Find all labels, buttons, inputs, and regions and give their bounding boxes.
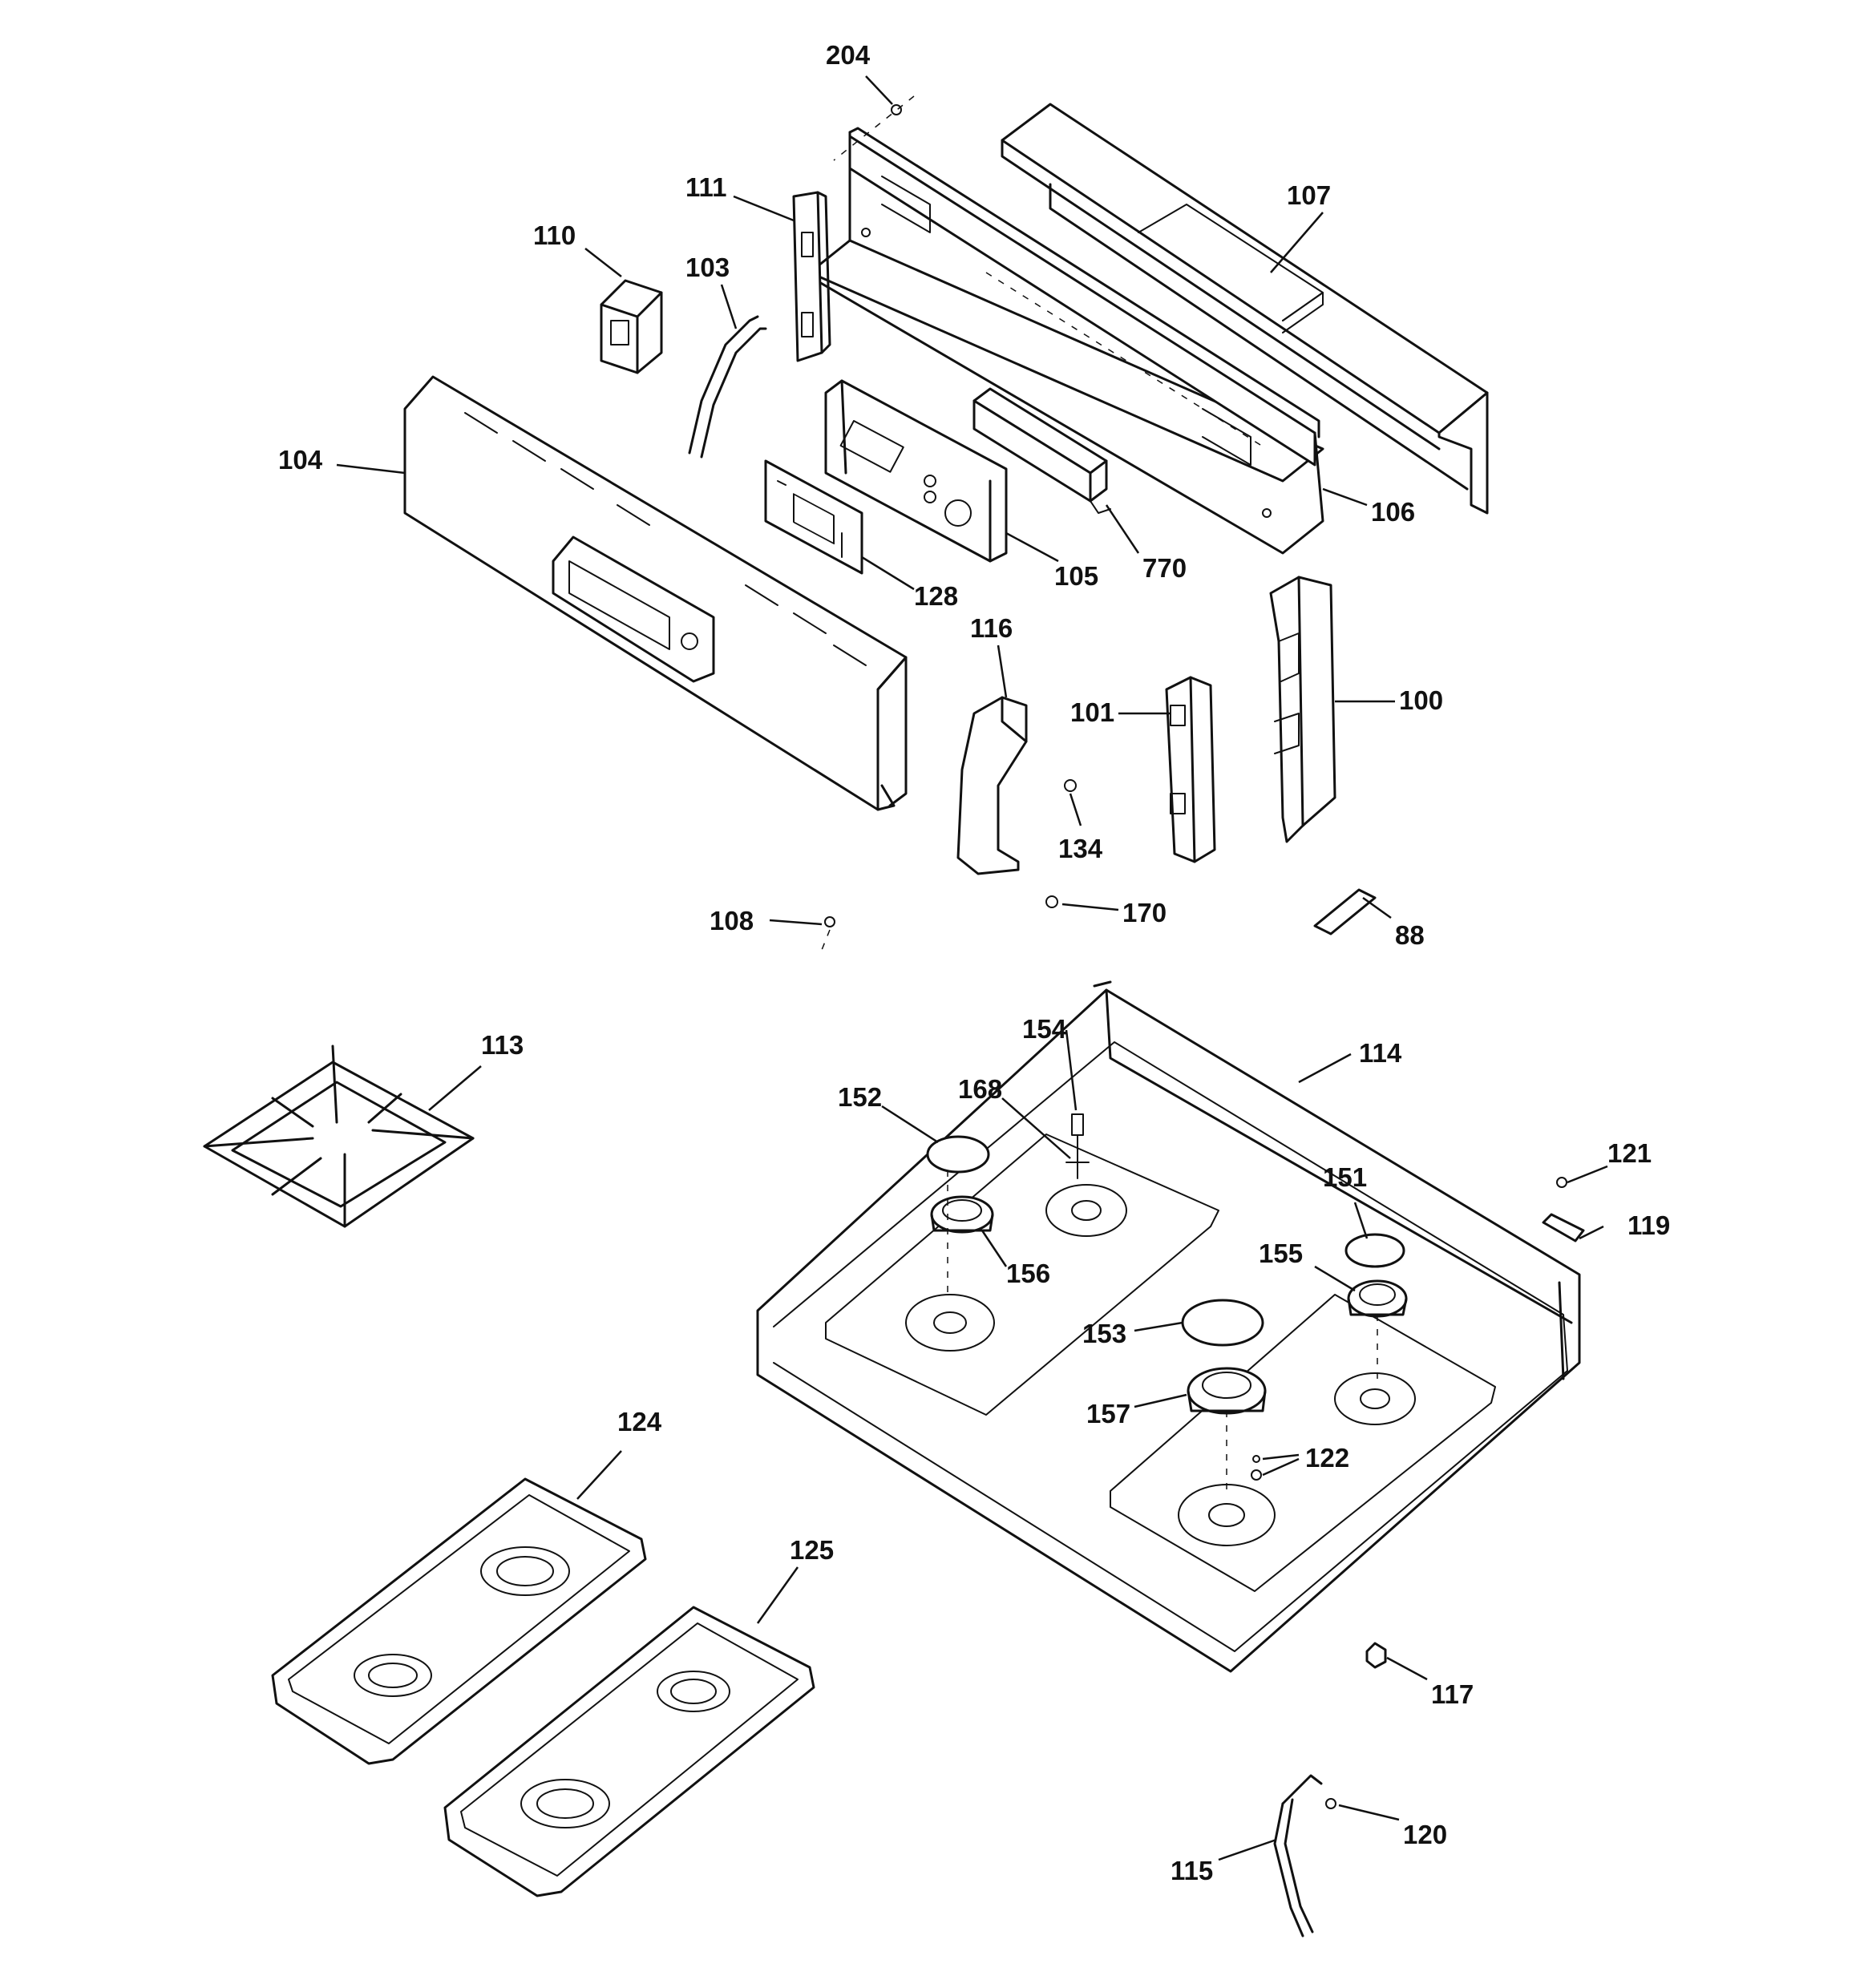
part-labels: 204 111 107 110 103 104 106 105 770 128 … xyxy=(278,40,1670,1885)
label-120: 120 xyxy=(1403,1820,1447,1849)
label-116: 116 xyxy=(970,613,1013,643)
part-117-nut xyxy=(1365,1642,1387,1669)
hardware-right xyxy=(1273,1177,1585,1937)
label-105: 105 xyxy=(1054,561,1098,591)
part-153-cap xyxy=(1181,1299,1264,1347)
label-125: 125 xyxy=(790,1535,834,1565)
label-153: 153 xyxy=(1082,1319,1126,1348)
label-770: 770 xyxy=(1142,553,1187,583)
part-125-drip-pan xyxy=(443,1606,815,1897)
label-204: 204 xyxy=(826,40,871,70)
part-124-drip-pan xyxy=(271,1477,647,1765)
label-134: 134 xyxy=(1058,834,1103,863)
part-106-back-panel xyxy=(808,127,1324,555)
part-104-control-panel xyxy=(403,375,908,811)
label-155: 155 xyxy=(1259,1238,1303,1268)
part-105-control-board xyxy=(824,379,1008,563)
label-115: 115 xyxy=(1171,1856,1213,1885)
label-113: 113 xyxy=(481,1030,524,1060)
label-121: 121 xyxy=(1607,1138,1652,1168)
label-128: 128 xyxy=(914,581,958,611)
label-111: 111 xyxy=(685,172,726,202)
label-168: 168 xyxy=(958,1074,1002,1104)
screws xyxy=(821,95,1077,951)
part-156-head xyxy=(930,1195,994,1234)
part-157-head xyxy=(1187,1367,1267,1415)
label-107: 107 xyxy=(1287,180,1331,210)
label-101: 101 xyxy=(1070,697,1114,727)
label-106: 106 xyxy=(1371,497,1415,527)
part-151-cap xyxy=(1344,1233,1405,1268)
label-154: 154 xyxy=(1022,1014,1067,1044)
part-101-bracket xyxy=(1165,676,1216,863)
part-152-cap xyxy=(926,1135,990,1174)
label-100: 100 xyxy=(1399,685,1443,715)
burner-parts xyxy=(926,1113,1408,1491)
label-152: 152 xyxy=(838,1082,882,1112)
label-122: 122 xyxy=(1305,1443,1349,1473)
part-111-bracket xyxy=(792,191,831,362)
label-156: 156 xyxy=(1006,1259,1050,1288)
part-110-module xyxy=(600,279,663,374)
part-155-head xyxy=(1347,1279,1408,1318)
part-100-side-panel xyxy=(1269,576,1336,843)
label-119: 119 xyxy=(1628,1210,1670,1240)
label-104: 104 xyxy=(278,445,323,475)
part-116-side-trim xyxy=(956,696,1028,875)
label-114: 114 xyxy=(1359,1038,1402,1068)
part-103-strap xyxy=(688,315,767,459)
part-121-screw xyxy=(1556,1177,1567,1188)
label-88: 88 xyxy=(1395,920,1425,950)
label-151: 151 xyxy=(1323,1162,1367,1192)
label-108: 108 xyxy=(710,906,754,935)
part-115-rod xyxy=(1281,1774,1323,1805)
leader-lines xyxy=(336,75,1608,1861)
label-124: 124 xyxy=(617,1407,662,1436)
part-88-clip xyxy=(1313,888,1377,935)
part-770-wire-tray xyxy=(972,387,1111,514)
part-120-screw xyxy=(1325,1798,1336,1809)
label-170: 170 xyxy=(1122,898,1167,927)
part-128-overlay xyxy=(764,459,863,575)
part-107-rear-cover xyxy=(1001,103,1489,515)
label-110: 110 xyxy=(533,220,576,250)
part-119-bracket xyxy=(1542,1213,1585,1242)
label-103: 103 xyxy=(685,253,730,282)
label-117: 117 xyxy=(1431,1679,1474,1709)
part-113-grate xyxy=(203,1045,475,1228)
label-157: 157 xyxy=(1086,1399,1130,1428)
